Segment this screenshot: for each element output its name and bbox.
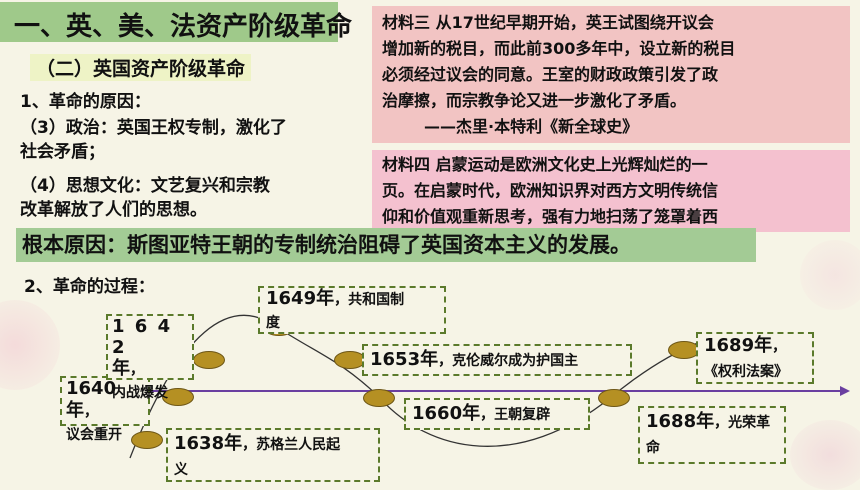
event-desc: 义 xyxy=(174,462,188,478)
event-1642: 1 6 4 2 年， 内战爆发 xyxy=(106,314,194,401)
event-desc: ， xyxy=(772,339,787,355)
event-desc: 命 xyxy=(646,440,660,456)
timeline-node-1638 xyxy=(131,431,163,449)
axis-arrow-icon xyxy=(840,386,850,396)
timeline-node-1642 xyxy=(193,351,225,369)
event-desc: 度 xyxy=(266,315,280,331)
event-1640: 1640年， 议会重开 xyxy=(60,376,150,443)
event-year: 1653年 xyxy=(370,349,439,370)
material4-line: 仰和价值观重新思考，强有力地扫荡了笼罩着西 xyxy=(382,207,719,226)
title-banner xyxy=(0,2,338,42)
event-desc: ， xyxy=(84,404,98,420)
material3-line: 增加新的税目，而此前300多年中，设立新的税目 xyxy=(382,39,736,58)
timeline-heading: 2、革命的过程： xyxy=(24,277,155,297)
section-subtitle: （二）英国资产阶级革命 xyxy=(30,54,252,81)
event-desc: 议会重开 xyxy=(66,427,122,443)
event-desc: ， xyxy=(130,362,144,378)
cause-political-line1: （3）政治：英国王权专制，激化了 xyxy=(20,118,287,138)
timeline-node-1660 xyxy=(363,389,395,407)
event-year: 年 xyxy=(112,358,130,379)
material3-citation: ——杰里·本特利《新全球史》 xyxy=(424,117,639,136)
event-desc: ，克伦威尔成为护国主 xyxy=(438,353,579,369)
causes-heading: 1、革命的原因： xyxy=(20,92,151,112)
timeline-node-1688 xyxy=(598,389,630,407)
event-desc: 《权利法案》 xyxy=(704,364,788,380)
event-year: 1640年 xyxy=(66,378,117,421)
event-year: 1689年 xyxy=(704,335,773,356)
page-title: 一、英、美、法资产阶级革命 xyxy=(14,12,353,42)
event-year: 1660年 xyxy=(412,403,481,424)
decorative-flower xyxy=(790,420,860,490)
material4-line: 材料四 启蒙运动是欧洲文化史上光辉灿烂的一 xyxy=(382,155,708,174)
event-year: 1688年 xyxy=(646,411,715,432)
event-desc: ，光荣革 xyxy=(714,415,771,431)
decorative-flower xyxy=(800,240,860,310)
event-1638: 1638年，苏格兰人民起 义 xyxy=(166,428,380,482)
timeline-node-1640 xyxy=(162,388,194,406)
event-year: 1649年 xyxy=(266,288,335,309)
event-1653: 1653年，克伦威尔成为护国主 xyxy=(362,344,632,376)
event-desc: ，王朝复辟 xyxy=(480,407,551,423)
event-desc: 内战爆发 xyxy=(112,385,168,401)
material-four-box: 材料四 启蒙运动是欧洲文化史上光辉灿烂的一 页。在启蒙时代，欧洲知识界对西方文明… xyxy=(372,150,850,232)
event-desc: ，苏格兰人民起 xyxy=(242,437,341,453)
material-three-box: 材料三 从17世纪早期开始，英王试图绕开议会 增加新的税目，而此前300多年中，… xyxy=(372,6,850,143)
event-desc: ，共和国制 xyxy=(334,292,405,308)
event-1649: 1649年，共和国制 度 xyxy=(258,286,446,334)
cause-thought-line2: 改革解放了人们的思想。 xyxy=(20,200,207,220)
material3-line: 治摩擦，而宗教争论又进一步激化了矛盾。 xyxy=(382,91,687,110)
event-1688: 1688年，光荣革 命 xyxy=(638,406,786,464)
event-year: 1 6 4 2 xyxy=(112,316,173,358)
root-cause-banner: 根本原因：斯图亚特王朝的专制统治阻碍了英国资本主义的发展。 xyxy=(16,228,756,262)
material3-line: 必须经过议会的同意。王室的财政政策引发了政 xyxy=(382,65,719,84)
event-1689: 1689年， 《权利法案》 xyxy=(696,332,814,384)
material4-line: 页。在启蒙时代，欧洲知识界对西方文明传统信 xyxy=(382,181,719,200)
material3-line: 材料三 从17世纪早期开始，英王试图绕开议会 xyxy=(382,13,714,32)
cause-political-line2: 社会矛盾； xyxy=(20,142,105,162)
cause-thought-line1: （4）思想文化：文艺复兴和宗教 xyxy=(20,176,270,196)
event-year: 1638年 xyxy=(174,433,243,454)
event-1660: 1660年，王朝复辟 xyxy=(404,398,590,430)
